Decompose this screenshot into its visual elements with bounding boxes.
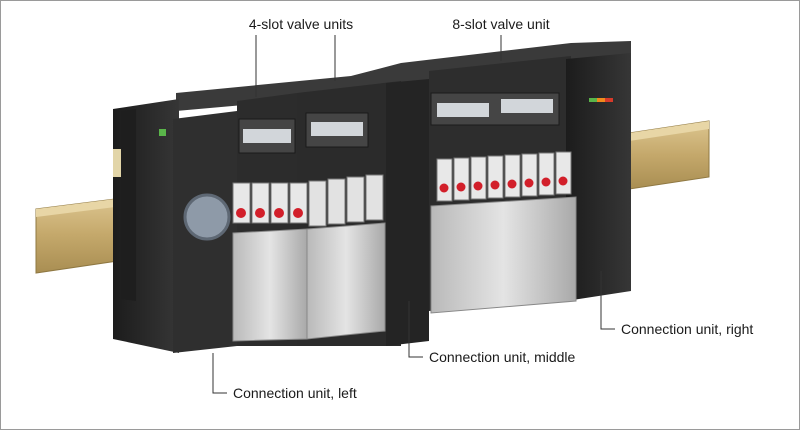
valves-4slot-grey [306,174,386,340]
status-led-green [589,98,597,102]
housing-top [176,41,631,111]
leader-lines [212,35,615,394]
valves-4slot-red [232,182,308,342]
display-window [243,129,291,143]
label-connection-unit-left: Connection unit, left [233,385,357,401]
label-8slot-valve-unit: 8-slot valve unit [452,16,549,32]
leader-conn-middle [408,301,423,358]
din-rail-right [628,120,710,190]
led-green-indicator [159,129,166,136]
display-window [501,99,553,113]
label-4slot-valve-units: 4-slot valve units [249,16,353,32]
label-connection-unit-right: Connection unit, right [621,321,753,337]
status-led-red [605,98,613,102]
valves-8slot-red [430,151,577,314]
leader-conn-left [212,353,227,394]
leader-conn-right [600,271,615,330]
display-window [437,103,489,117]
round-cover-plate [183,193,231,241]
display-window [311,122,363,136]
status-led-orange [597,98,605,102]
connection-unit-right [566,53,631,301]
connection-unit-left [113,99,237,353]
connection-unit-middle [386,79,429,346]
label-connection-unit-middle: Connection unit, middle [429,349,576,365]
